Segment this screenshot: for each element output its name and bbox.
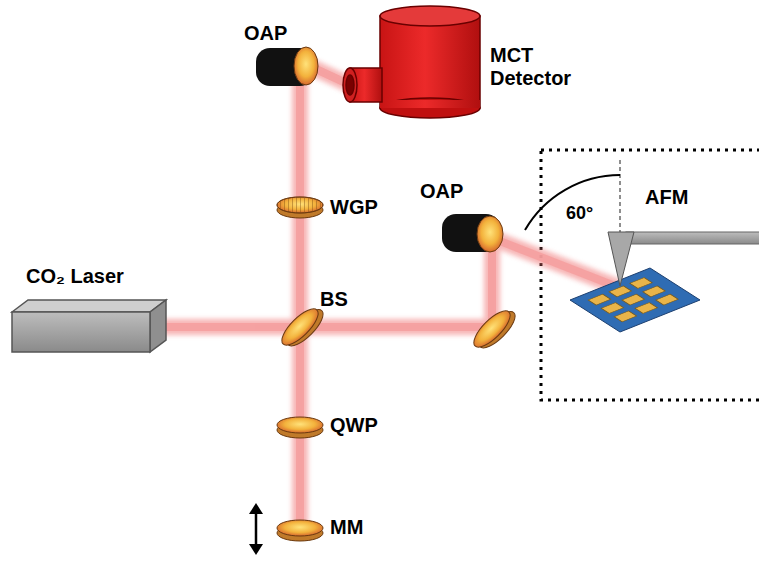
angle-label: 60° (566, 203, 593, 224)
laser-body (12, 300, 166, 352)
moving-mirror (277, 520, 323, 541)
fold-mirror (469, 304, 521, 356)
oap-mirror (442, 214, 503, 252)
part-label: QWP (330, 414, 378, 437)
part-label: OAP (244, 22, 287, 45)
mct-detector (343, 6, 480, 118)
afm-cantilever (608, 232, 759, 286)
part-label: BS (320, 288, 348, 311)
quarter-wave-plate (277, 417, 323, 438)
oap-mirror (256, 47, 318, 86)
sample (570, 268, 700, 332)
part-label: AFM (645, 186, 688, 209)
wire-grid-polarizer (277, 197, 323, 218)
part-label: MCT Detector (490, 44, 590, 90)
angle-arc (525, 175, 620, 230)
part-label: MM (330, 516, 363, 539)
part-label: CO₂ Laser (26, 265, 124, 288)
laser-beam (150, 62, 620, 530)
part-label: OAP (420, 180, 463, 203)
translation-arrow (249, 503, 263, 555)
part-label: WGP (330, 196, 378, 219)
